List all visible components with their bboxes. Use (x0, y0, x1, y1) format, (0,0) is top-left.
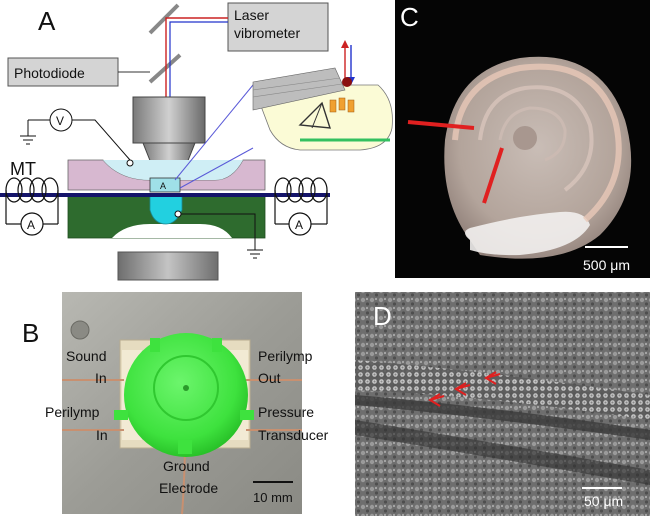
voltmeter (20, 108, 134, 167)
zoom-lines (174, 84, 254, 189)
recording-chamber: A (67, 159, 266, 250)
pressure-transducer-label-1: Pressure (258, 404, 314, 420)
panel-d: D 50 μm (355, 292, 650, 516)
coil-left (5, 177, 59, 236)
arrow-markers (428, 371, 501, 407)
perilymp-out-label-1: Perilymp (258, 348, 313, 364)
perilymp-out-label-2: Out (258, 370, 281, 386)
tubing (62, 379, 302, 515)
laser-vibrometer-label-2: vibrometer (234, 25, 300, 41)
marker-line-2 (482, 147, 504, 204)
panel-d-letter: D (373, 301, 392, 331)
hair-cell-row (355, 360, 650, 420)
perilymp-in-label-2: In (96, 427, 108, 443)
upper-mirror (148, 3, 180, 35)
photodiode-label: Photodiode (14, 65, 85, 81)
panel-c: C 500 μm (395, 0, 650, 278)
pressure-transducer-label-2: Transducer (258, 427, 329, 443)
panel-b-letter: B (22, 318, 39, 348)
perilymp-in-label-1: Perilymp (45, 404, 100, 420)
condenser-lens (117, 251, 219, 281)
ground-electrode-label-2: Electrode (159, 480, 218, 496)
stage-mark-label: A (160, 181, 166, 191)
panel-a-letter: A (38, 6, 56, 36)
green-cylinder (114, 333, 254, 457)
ground-electrode-label-1: Ground (163, 458, 210, 474)
screw-hole (70, 320, 90, 340)
ground-right-icon (247, 249, 263, 259)
ammeter-right-label: A (295, 218, 303, 232)
mt-label: MT (10, 159, 36, 179)
laser-vibrometer-label-1: Laser (234, 7, 269, 23)
photodiode-box (7, 57, 119, 87)
marker-line-1 (407, 120, 475, 130)
panel-b: B Sound In Perilymp In Perilymp Out Pres… (22, 292, 329, 515)
sound-in-label-2: In (95, 370, 107, 386)
panel-c-scale-label: 500 μm (583, 257, 630, 273)
cochlea-photo (444, 56, 632, 259)
ammeter-left-label: A (27, 218, 35, 232)
coil-right (274, 177, 328, 236)
voltmeter-label: V (56, 114, 64, 128)
sound-in-label-1: Sound (66, 348, 106, 364)
panel-c-letter: C (400, 2, 419, 32)
cochlea-inset (252, 40, 393, 151)
beam-splitter (148, 53, 182, 84)
laser-vibrometer-box (227, 2, 329, 52)
panel-d-scale-label: 50 μm (584, 493, 623, 509)
panel-b-scale-label: 10 mm (253, 490, 293, 505)
panel-a: A Laser vibrometer Photodiode A (0, 2, 393, 281)
